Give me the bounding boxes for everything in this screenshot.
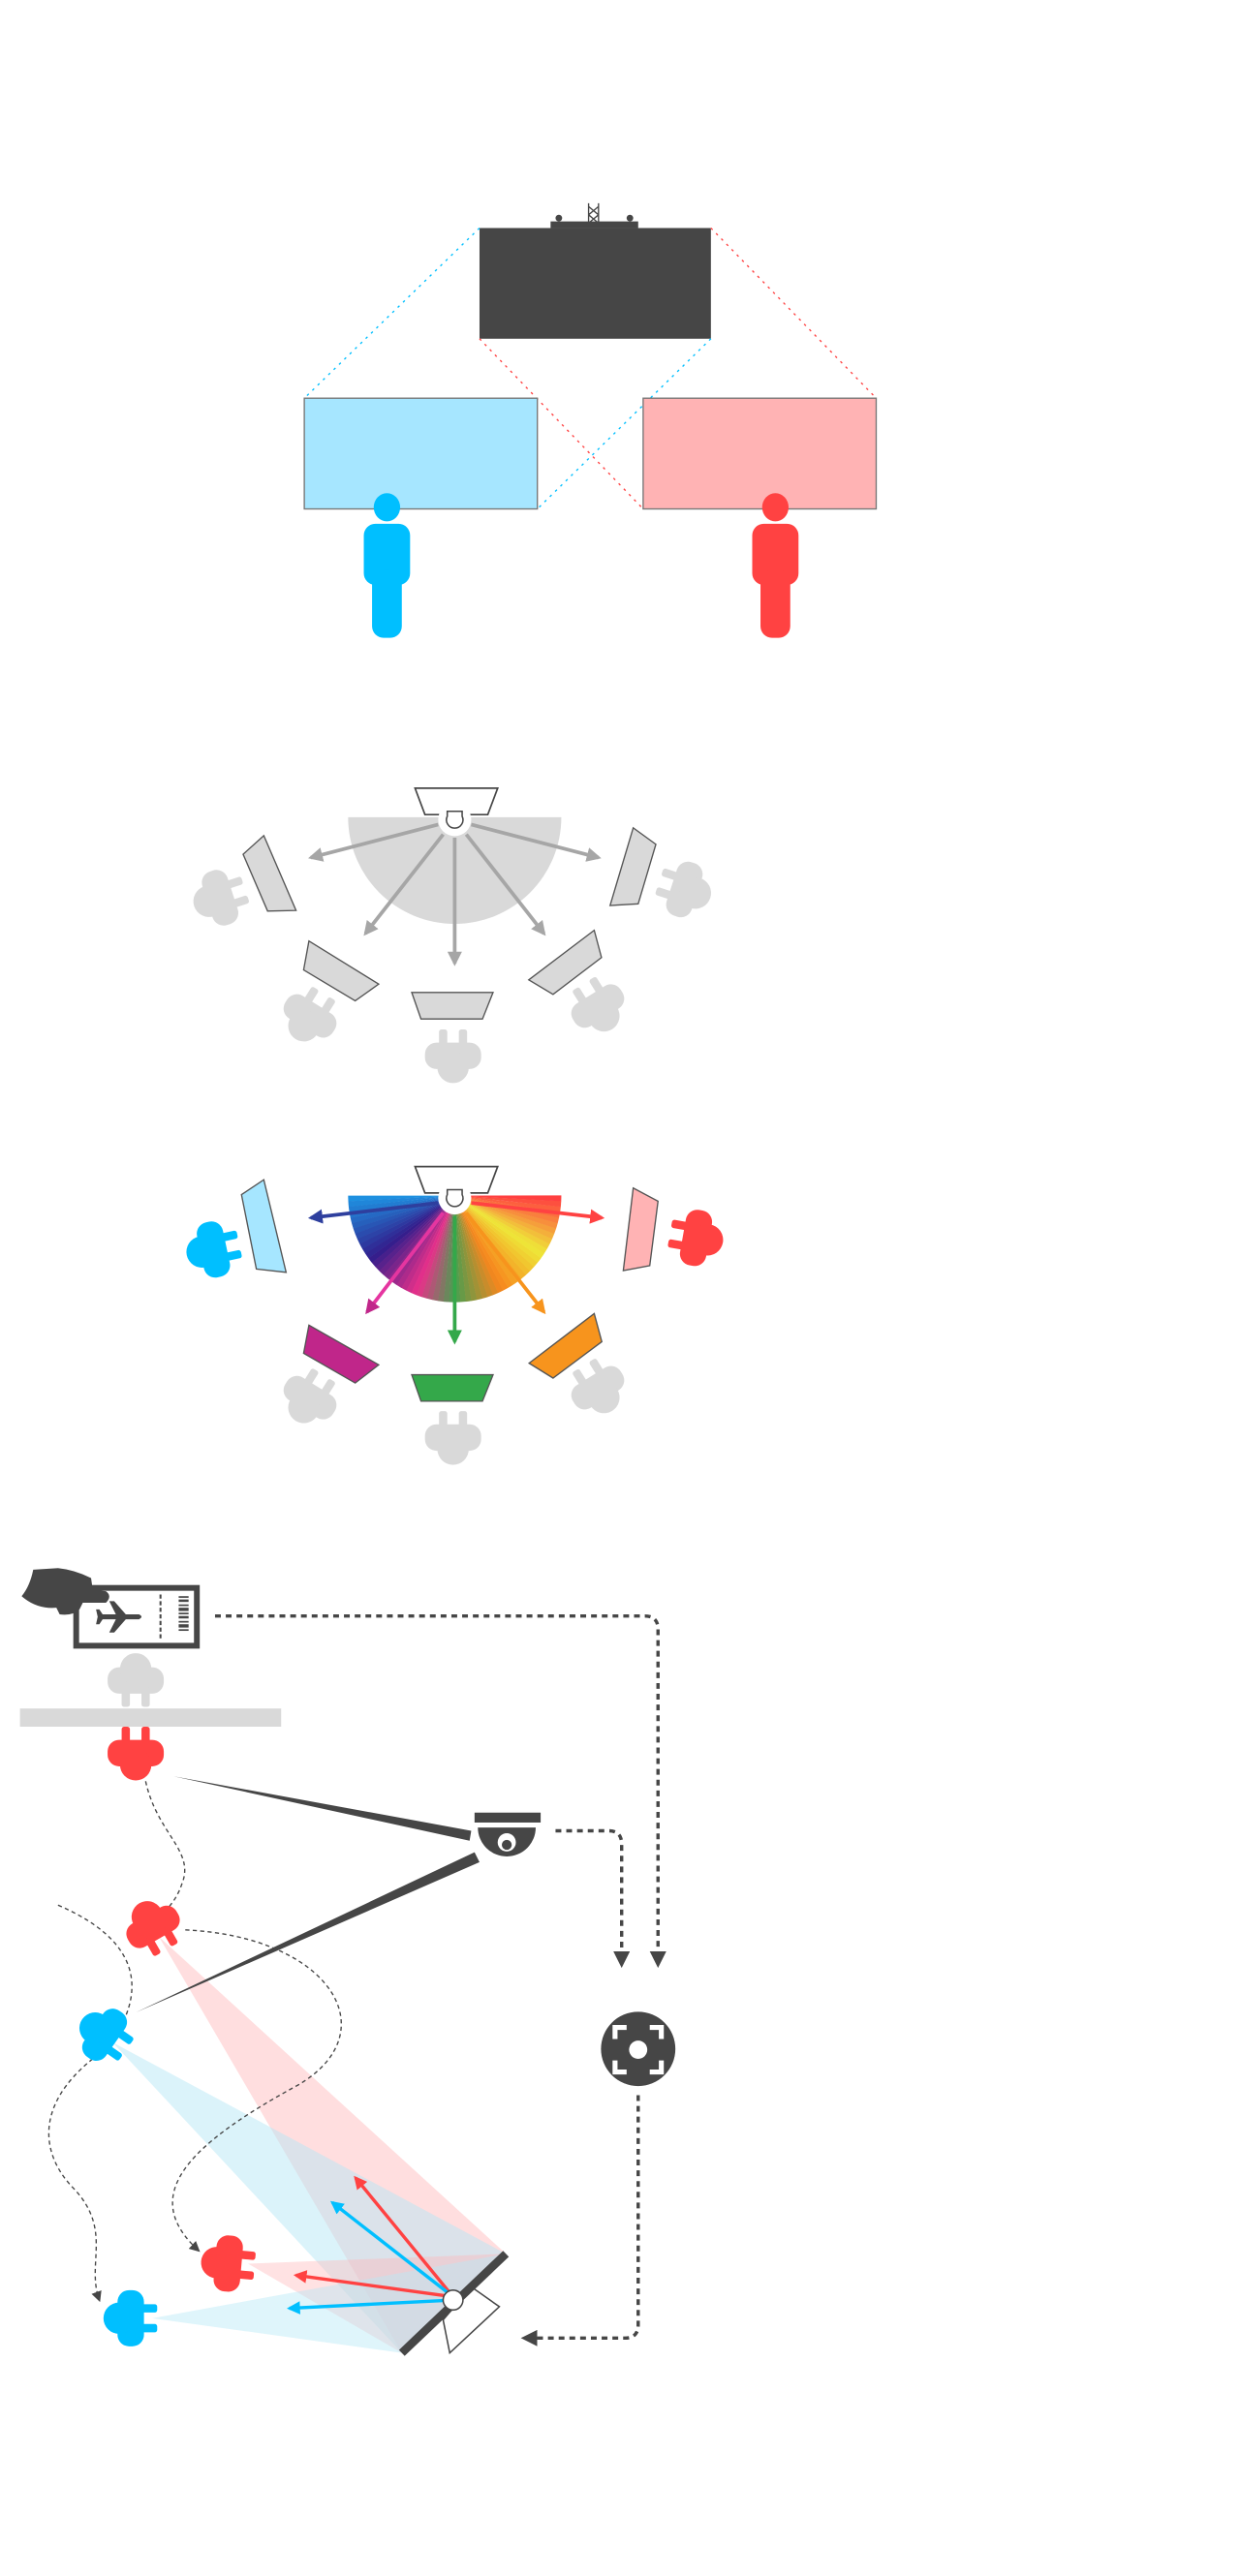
rainbow-wedge xyxy=(454,1195,531,1275)
screens xyxy=(242,826,657,1020)
screens xyxy=(240,1179,659,1402)
camera-dome-icon xyxy=(446,1188,464,1208)
directional-display xyxy=(398,2251,510,2356)
rainbow-wedge xyxy=(438,1195,455,1303)
security-camera-icon xyxy=(474,1812,542,1856)
boarding-flow-section xyxy=(19,1568,676,2356)
projector-tower-icon xyxy=(550,202,638,229)
red-person-icon xyxy=(752,493,799,638)
rainbow-wedge xyxy=(454,1195,483,1301)
walking-paths xyxy=(47,1781,342,2303)
screen-mid-right-orange xyxy=(527,1312,604,1379)
direction-arrows xyxy=(308,822,602,966)
camera-sight-line xyxy=(136,1852,480,2013)
rainbow-wedge xyxy=(454,1195,562,1208)
rainbow-wedge xyxy=(416,1195,455,1298)
main-display xyxy=(479,228,711,339)
rainbow-wedge xyxy=(454,1195,562,1202)
rainbow-wedge xyxy=(371,1195,455,1268)
red-view-panel xyxy=(642,397,878,510)
person-icon xyxy=(185,862,255,934)
direction-arrows xyxy=(307,1201,605,1345)
rainbow-wedge xyxy=(454,1195,561,1212)
directional-gray-section xyxy=(185,787,720,1084)
rainbow-wedge xyxy=(454,1195,494,1298)
projection-lines xyxy=(303,227,877,510)
red-person-icon xyxy=(199,2233,258,2294)
airplane-icon xyxy=(96,1601,142,1633)
rainbow-wedge xyxy=(356,1195,455,1244)
screen-right-pink xyxy=(622,1186,659,1272)
rainbow-wedge xyxy=(355,1195,455,1240)
rainbow-wedge xyxy=(454,1195,504,1294)
camera-dome-icon xyxy=(446,810,464,829)
red-person-icon xyxy=(114,1888,191,1964)
rainbow-wedge xyxy=(359,1195,455,1249)
display-unit xyxy=(414,1165,499,1194)
gate-barrier xyxy=(19,1708,282,1728)
rainbow-wedge xyxy=(454,1195,539,1268)
screen-bottom-green xyxy=(411,1373,494,1402)
rainbow-wedge xyxy=(443,1195,455,1303)
view-direction-arrows xyxy=(287,2175,454,2315)
display-unit xyxy=(414,787,499,816)
directional-color-section xyxy=(180,1165,728,1465)
red-person-icon xyxy=(108,1727,165,1781)
rainbow-wedge xyxy=(421,1195,455,1299)
person-icon xyxy=(650,854,720,925)
person-icon xyxy=(424,1028,481,1084)
screen-bottom xyxy=(411,992,494,1020)
rainbow-wedge xyxy=(401,1195,455,1291)
screen-mid-left-magenta xyxy=(302,1324,381,1384)
rainbow-wedge xyxy=(454,1195,555,1240)
blue-person-icon xyxy=(103,2289,158,2346)
blue-view-panel xyxy=(303,397,539,510)
rainbow-wedge xyxy=(383,1195,455,1279)
person-icon xyxy=(108,1653,165,1707)
rainbow-wedge xyxy=(368,1195,455,1264)
rainbow-wedge xyxy=(362,1195,455,1254)
rainbow-wedge xyxy=(454,1195,509,1291)
rainbow-wedge xyxy=(454,1195,499,1296)
rainbow-wedge xyxy=(411,1195,455,1296)
screen-mid-left xyxy=(302,939,381,1002)
camera-sight-line xyxy=(173,1776,472,1841)
screen-left xyxy=(242,834,297,912)
blue-person-icon xyxy=(363,493,411,638)
rainbow-wedge xyxy=(454,1195,542,1263)
rainbow-wedge xyxy=(454,1195,535,1272)
screen-left-blue xyxy=(240,1179,288,1273)
rainbow-wedge xyxy=(454,1195,544,1259)
face-recognition-icon xyxy=(601,2011,676,2087)
rainbow-wedge xyxy=(375,1195,455,1272)
rainbow-wedge xyxy=(454,1195,488,1299)
rainbow-wedge xyxy=(454,1195,553,1244)
hand-icon xyxy=(21,1568,109,1615)
rainbow-wedge xyxy=(454,1195,527,1279)
screen-mid-right xyxy=(527,929,603,996)
person-icon xyxy=(424,1411,481,1465)
screen-right xyxy=(608,826,657,906)
rainbow-wedge xyxy=(426,1195,455,1301)
shared-display-section xyxy=(303,202,878,638)
camera-icon xyxy=(442,2289,464,2312)
red-person-icon xyxy=(665,1205,728,1271)
rainbow-wedge xyxy=(406,1195,455,1294)
rainbow-wedge xyxy=(454,1195,550,1249)
rainbow-wedge xyxy=(454,1195,547,1254)
rainbow-wedge xyxy=(432,1195,455,1302)
data-flow-lines xyxy=(214,1613,666,2346)
rainbow-wedge xyxy=(365,1195,455,1259)
rainbow-wedge xyxy=(379,1195,455,1275)
blue-person-icon xyxy=(180,1216,246,1283)
